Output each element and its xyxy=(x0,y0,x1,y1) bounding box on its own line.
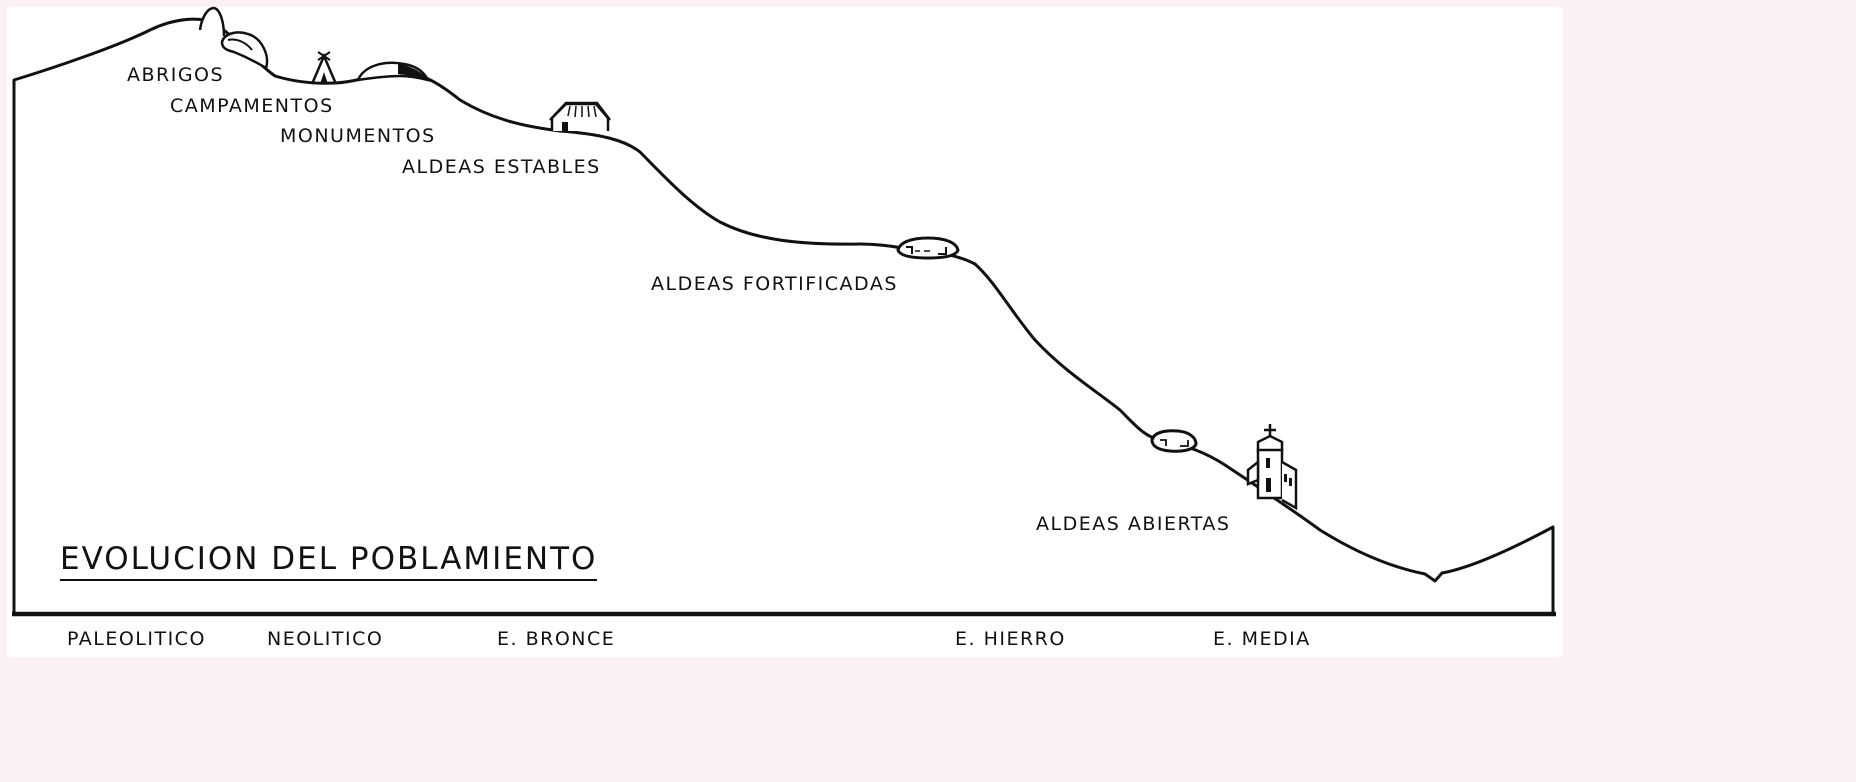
diagram-title: EVOLUCION DEL POBLAMIENTO xyxy=(60,544,598,581)
village-enclosure-icon xyxy=(1150,429,1198,453)
period-bronce: E. BRONCE xyxy=(497,628,616,650)
church-icon xyxy=(1246,424,1298,511)
label-abrigos: ABRIGOS xyxy=(127,64,225,86)
mound-icon xyxy=(355,61,431,82)
period-hierro: E. HIERRO xyxy=(955,628,1066,650)
label-aldeas-fortificadas: ALDEAS FORTIFICADAS xyxy=(651,273,898,295)
label-aldeas-estables: ALDEAS ESTABLES xyxy=(402,156,601,178)
hillside-profile-line xyxy=(12,17,1555,616)
period-media: E. MEDIA xyxy=(1213,628,1311,650)
hillfort-icon xyxy=(896,236,960,260)
tent-icon xyxy=(310,51,338,85)
label-monumentos: MONUMENTOS xyxy=(280,125,436,147)
rock-shelter-icon xyxy=(198,6,269,70)
label-aldeas-abiertas: ALDEAS ABIERTAS xyxy=(1036,513,1231,535)
diagram-canvas: ABRIGOS CAMPAMENTOS MONUMENTOS ALDEAS ES… xyxy=(7,6,1563,657)
period-neolitico: NEOLITICO xyxy=(267,628,384,650)
hut-icon xyxy=(549,101,611,131)
paper-background xyxy=(7,7,1563,657)
period-paleolitico: PALEOLITICO xyxy=(67,628,206,650)
terrain-profile-drawing xyxy=(12,6,1556,617)
label-campamentos: CAMPAMENTOS xyxy=(170,95,334,117)
